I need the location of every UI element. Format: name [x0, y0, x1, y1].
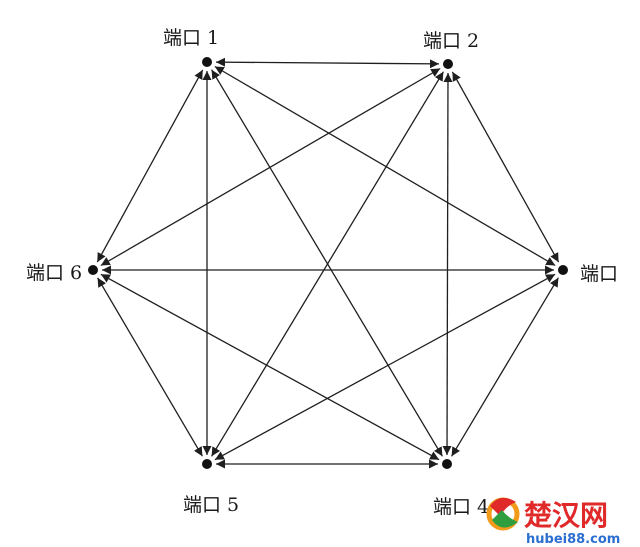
port-4-label: 端口 4: [433, 496, 489, 518]
port-6-label: 端口 6: [26, 262, 82, 284]
port-1-node: [202, 57, 212, 67]
connection-2-3: [451, 71, 560, 263]
port-4-node: [442, 459, 452, 469]
port-5-node: [202, 459, 212, 469]
port-3-node: [558, 265, 568, 275]
connection-1-6: [96, 69, 204, 263]
logo-swirl-icon: [486, 497, 520, 531]
port-1-label: 端口 1: [163, 27, 219, 49]
connection-2-4: [442, 72, 453, 456]
connection-1-2: [215, 57, 440, 69]
port-6-node: [88, 265, 98, 275]
port-2-node: [443, 59, 453, 69]
watermark-domain: hubei88.com: [526, 532, 620, 547]
port-2-label: 端口 2: [423, 30, 479, 52]
port-nodes: [88, 57, 568, 469]
connection-5-6: [97, 277, 203, 457]
watermark-logo: 楚汉网 hubei88.com: [486, 497, 620, 547]
connection-3-4: [451, 277, 559, 457]
connection-lines: [96, 57, 560, 469]
connection-2-6: [100, 67, 441, 267]
connection-1-3: [214, 65, 556, 267]
port-3-label: 端口: [580, 263, 618, 285]
watermark-brand: 楚汉网: [524, 499, 608, 532]
port-5-label: 端口 5: [183, 494, 239, 516]
